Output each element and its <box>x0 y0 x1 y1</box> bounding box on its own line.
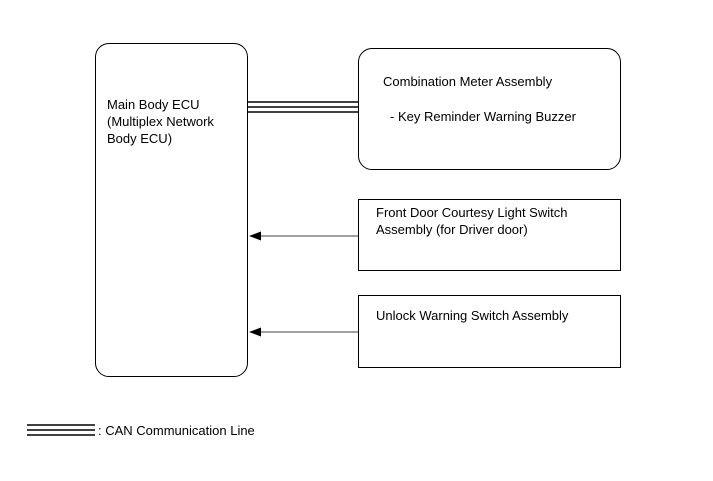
main-body-ecu-label-line3: Body ECU) <box>107 131 173 146</box>
signal-line-unlock-switch <box>249 327 358 337</box>
combination-meter-title: Combination Meter Assembly <box>383 74 553 89</box>
courtesy-switch-box <box>358 199 621 271</box>
key-reminder-buzzer-label: - Key Reminder Warning Buzzer <box>390 109 576 124</box>
unlock-switch-label: Unlock Warning Switch Assembly <box>376 308 569 323</box>
courtesy-switch-label-line2: Assembly (for Driver door) <box>376 222 528 237</box>
main-body-ecu-label-line1: Main Body ECU <box>107 97 200 112</box>
signal-line-courtesy-switch <box>249 231 358 241</box>
arrowhead-courtesy-switch <box>249 231 261 241</box>
main-body-ecu-label-line2: (Multiplex Network <box>107 114 214 129</box>
courtesy-switch-label-line1: Front Door Courtesy Light Switch <box>376 205 568 220</box>
unlock-switch-box <box>358 295 621 368</box>
combination-meter-box <box>358 48 621 170</box>
legend-can-line-symbol <box>27 424 95 436</box>
arrowhead-unlock-switch <box>249 327 261 337</box>
main-body-ecu-box <box>95 43 248 377</box>
can-line-ecu-to-meter <box>248 101 358 113</box>
legend-can-label: : CAN Communication Line <box>98 423 255 438</box>
